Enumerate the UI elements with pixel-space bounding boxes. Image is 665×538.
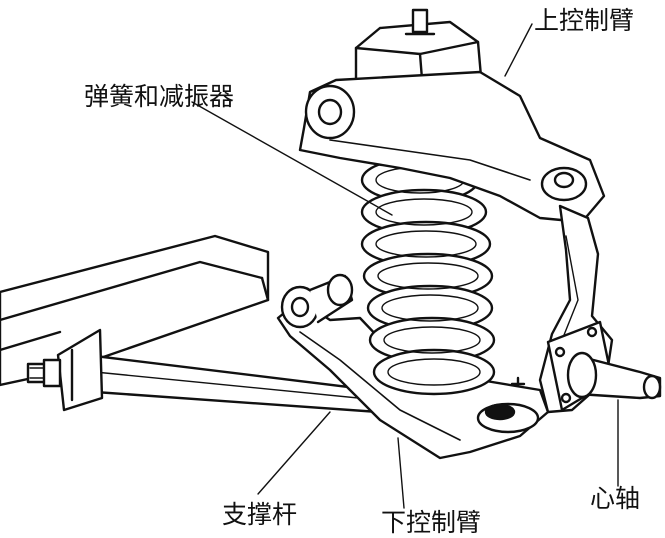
label-spindle: 心轴	[590, 484, 641, 513]
leader-lines	[191, 23, 619, 509]
frame-rail	[0, 234, 270, 387]
leader-strut	[257, 411, 331, 495]
coil-spring-shock	[360, 156, 496, 396]
knuckle-spindle	[538, 204, 662, 414]
label-lower-control-arm: 下控制臂	[381, 508, 482, 537]
leader-lower-arm	[397, 437, 405, 509]
upper-control-arm	[298, 70, 606, 224]
label-upper-control-arm: 上控制臂	[534, 6, 635, 35]
label-spring-shock: 弹簧和减振器	[84, 82, 235, 111]
leader-upper-arm	[504, 23, 533, 77]
leader-spring	[191, 101, 393, 216]
label-strut-rod: 支撑杆	[222, 500, 298, 529]
